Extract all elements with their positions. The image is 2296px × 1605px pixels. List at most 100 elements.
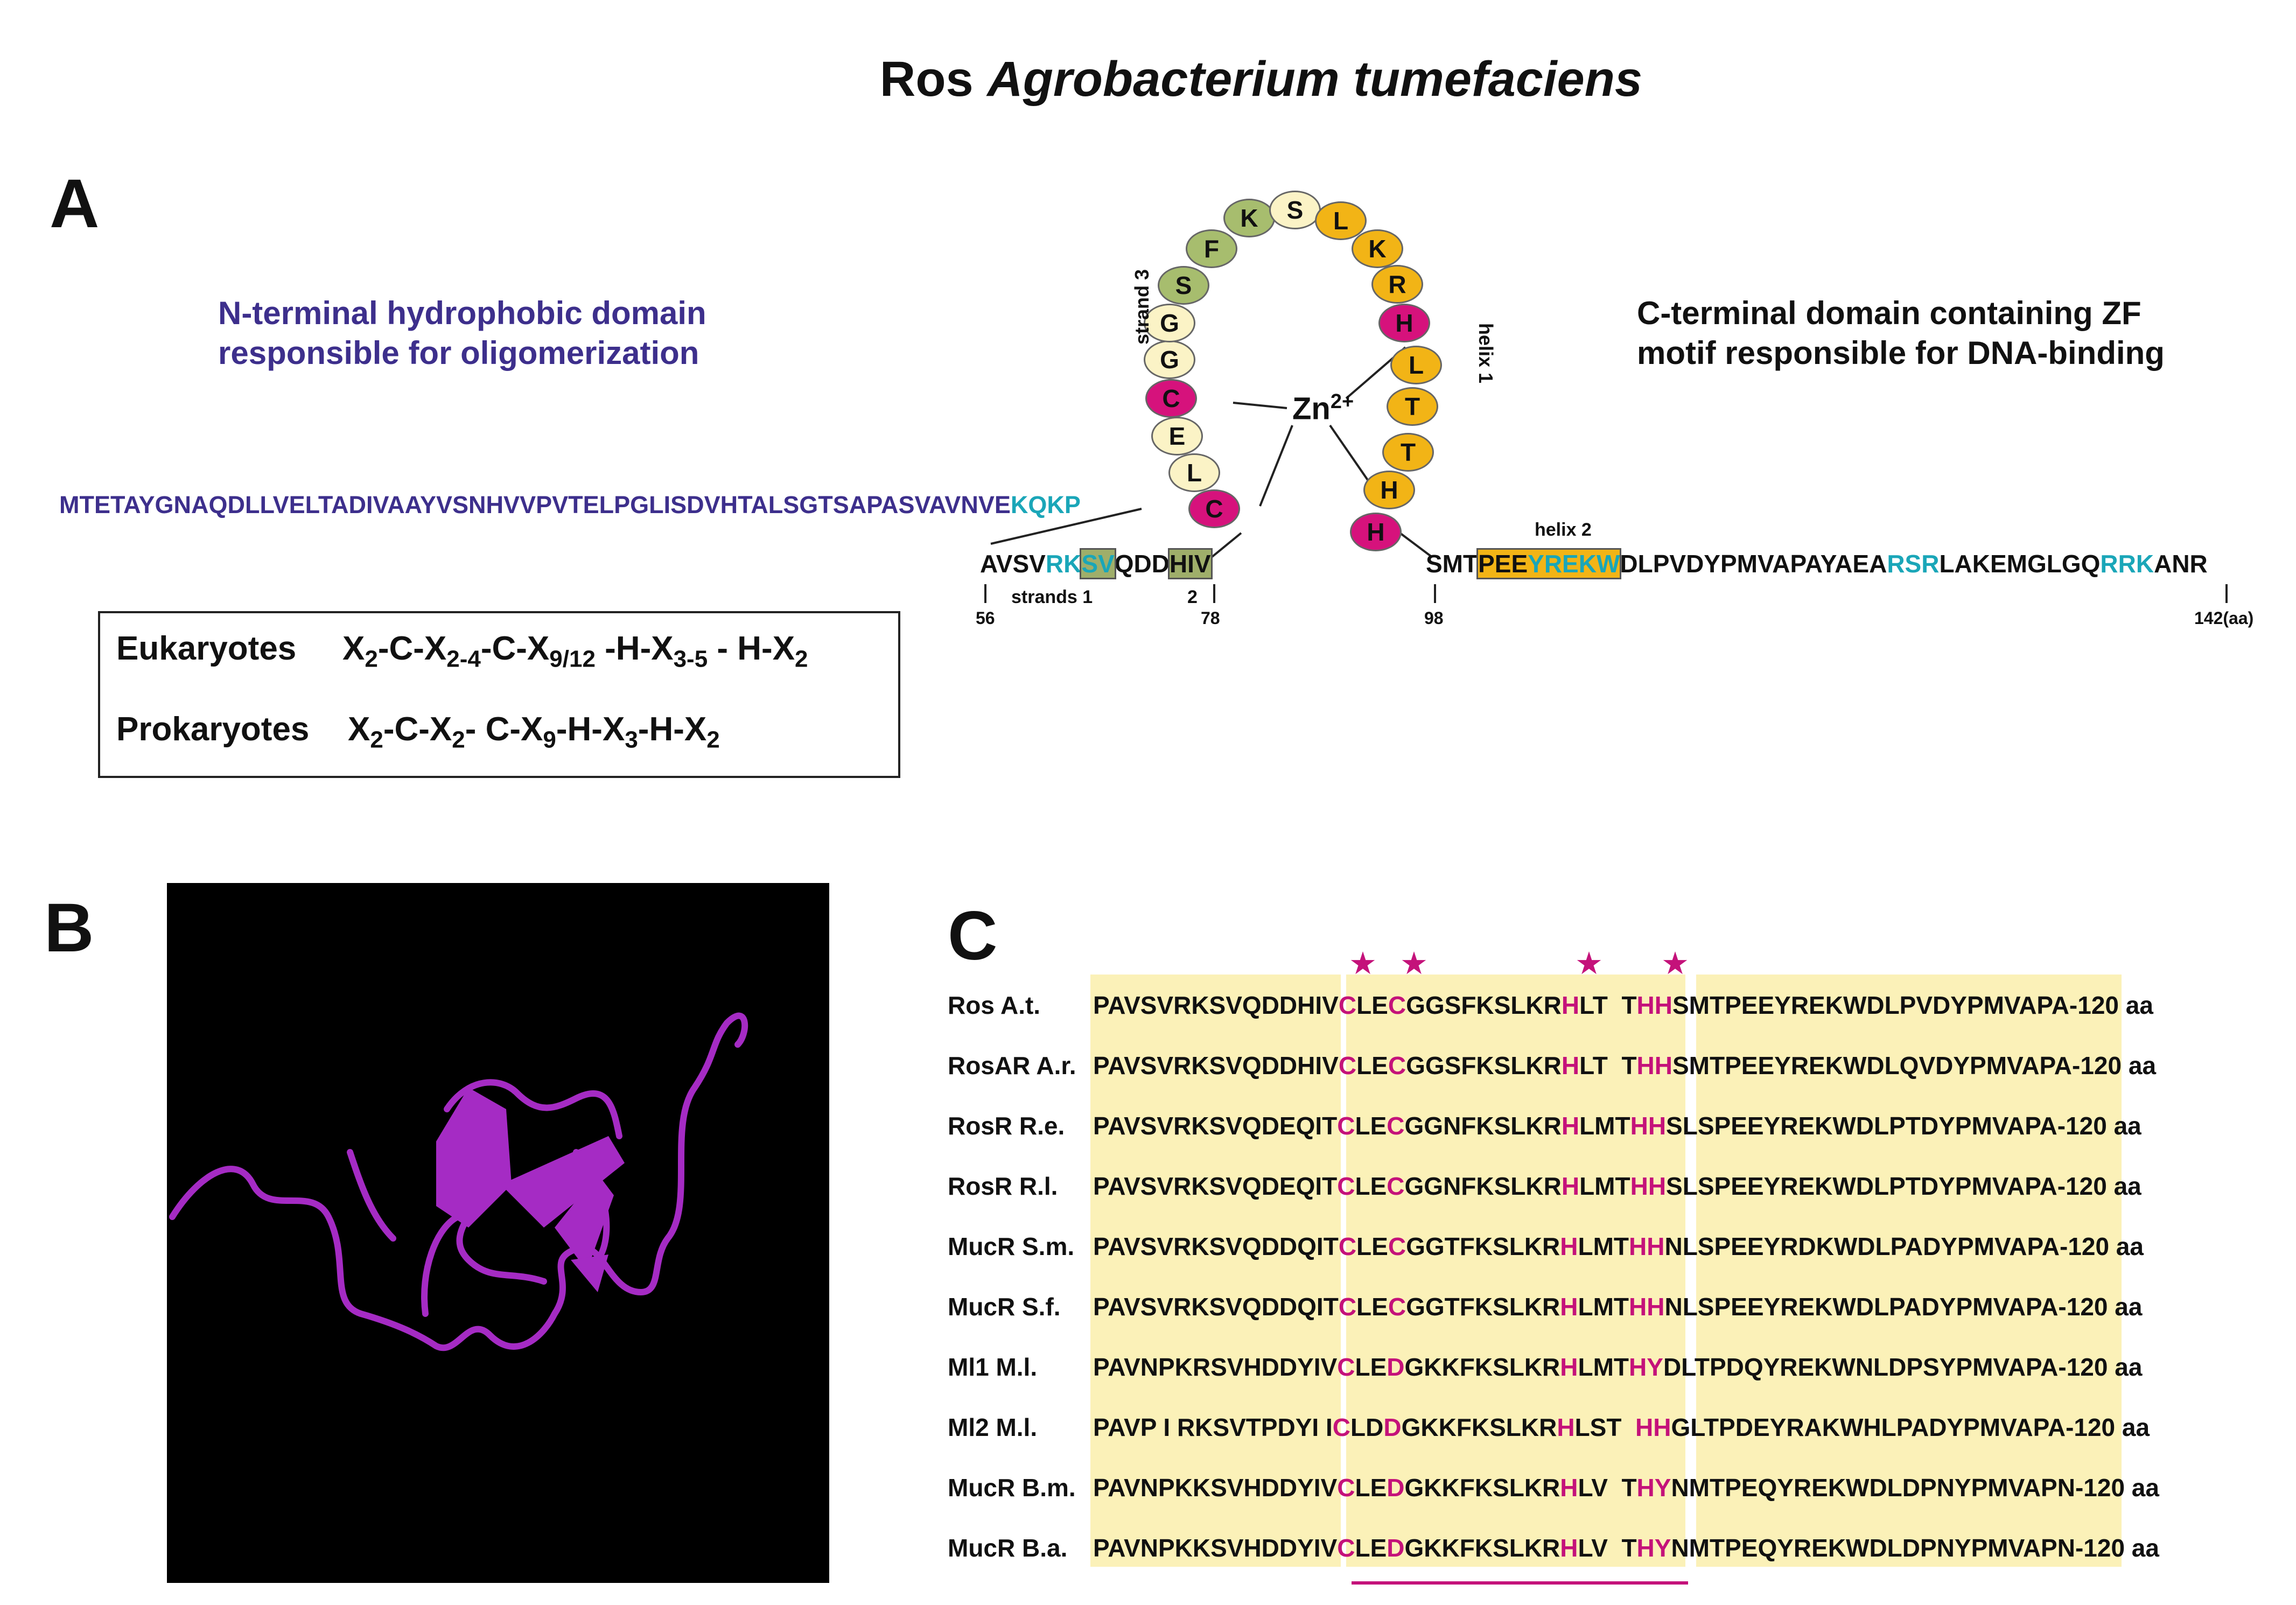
organism-name: RosR R.e. bbox=[948, 1112, 1065, 1140]
position-78: 78 bbox=[1201, 608, 1220, 628]
seq-part: GGSFKSLKR bbox=[1406, 1052, 1562, 1080]
conserved-cys: C bbox=[1338, 1293, 1357, 1321]
his-star-marker: ★ bbox=[1661, 946, 1689, 981]
seq-part: LE bbox=[1355, 1534, 1387, 1562]
seq-part: SMTPEEYREKWDLQVDYPMVAPA-120 aa bbox=[1672, 1052, 2157, 1080]
conserved-his: HH bbox=[1629, 1232, 1665, 1260]
panel-label-c: C bbox=[948, 898, 998, 975]
loop-residue: F bbox=[1186, 229, 1237, 268]
loop-residue: T bbox=[1382, 433, 1434, 472]
organism-name: MucR S.m. bbox=[948, 1232, 1075, 1260]
organism-name: MucR B.a. bbox=[948, 1534, 1068, 1562]
conserved-his: HH bbox=[1630, 1172, 1667, 1200]
loop-residue: C bbox=[1188, 489, 1240, 528]
strand3-label: strand 3 bbox=[1131, 269, 1153, 345]
zn-bond-line bbox=[1233, 402, 1287, 409]
seq-part: PAVNPKRSVHDDYIV bbox=[1093, 1353, 1338, 1381]
seq-cyan: RRK bbox=[2100, 550, 2154, 578]
seq-part: LMT bbox=[1578, 1232, 1629, 1260]
strand2-box: HIV bbox=[1167, 548, 1213, 579]
cterm-domain-label: C-terminal domain containing ZF motif re… bbox=[1637, 293, 2165, 373]
loop-residue: L bbox=[1390, 346, 1442, 384]
organism-name: MucR B.m. bbox=[948, 1474, 1076, 1502]
seq-part: PAVSVRKSVQDEQIT bbox=[1093, 1112, 1338, 1140]
zn-symbol: Zn bbox=[1292, 391, 1331, 426]
conserved-his: HH bbox=[1636, 991, 1672, 1019]
seq-cyan: RK bbox=[1045, 550, 1082, 578]
alignment-row: RosAR A.r.PAVSVRKSVQDDHIVCLECGGSFKSLKRHL… bbox=[948, 1043, 2156, 1088]
seq-part: LD bbox=[1350, 1413, 1384, 1441]
title-species: Agrobacterium tumefaciens bbox=[987, 52, 1643, 107]
cterm-label-line1: C-terminal domain containing ZF bbox=[1637, 295, 2141, 331]
left-segment-sequence: AVSVRKSVQDDHIV bbox=[980, 548, 1213, 579]
loop-residue: R bbox=[1371, 265, 1423, 304]
title-prefix: Ros bbox=[879, 52, 974, 107]
conserved-cys: C bbox=[1338, 1232, 1357, 1260]
nterm-domain-label: N-terminal hydrophobic domain responsibl… bbox=[218, 293, 706, 373]
seq-part: LE bbox=[1355, 1474, 1387, 1502]
seq-part: LMT bbox=[1578, 1353, 1629, 1381]
conserved-cys: C bbox=[1337, 1534, 1355, 1562]
conserved-cys: C bbox=[1388, 1052, 1406, 1080]
nterm-sequence: MTETAYGNAQDLLVELTADIVAAYVSNHVVPVTELPGLIS… bbox=[59, 491, 1081, 519]
cys-star-marker: ★ bbox=[1400, 946, 1428, 981]
conserved-his: HH bbox=[1636, 1052, 1672, 1080]
figure-title: Ros Agrobacterium tumefaciens bbox=[0, 51, 2296, 108]
conserved-his: H bbox=[1561, 1052, 1580, 1080]
alignment-row: MucR B.m.PAVNPKKSVHDDYIVCLEDGKKFKSLKRHLV… bbox=[948, 1465, 2159, 1510]
seq-part: NMTPEQYREKWDLDPNYPMVAPN-120 aa bbox=[1671, 1474, 2159, 1502]
connector-line bbox=[1210, 532, 1242, 558]
seq-part: GLTPDEYRAKWHLPADYPMVAPA-120 aa bbox=[1671, 1413, 2150, 1441]
alignment-background bbox=[1090, 975, 2122, 1567]
organism-name: RosR R.l. bbox=[948, 1172, 1058, 1200]
conserved-his: H bbox=[1560, 1353, 1578, 1381]
panel-label-a: A bbox=[50, 165, 100, 242]
seq-part: LMT bbox=[1579, 1112, 1630, 1140]
loop-residue: G bbox=[1144, 304, 1195, 342]
seq-part: PAVNPKKSVHDDYIV bbox=[1093, 1474, 1338, 1502]
conserved-his: H bbox=[1561, 991, 1580, 1019]
helix2-label: helix 2 bbox=[1535, 520, 1592, 540]
seq-part: PEE bbox=[1478, 550, 1528, 578]
organism-name: Ml1 M.l. bbox=[948, 1353, 1038, 1381]
alignment-row: Ros A.t.PAVSVRKSVQDDHIVCLECGGSFKSLKRHLT … bbox=[948, 983, 2153, 1028]
nterm-seq-text: MTETAYGNAQDLLVELTADIVAAYVSNHVVPVTELPGLIS… bbox=[59, 491, 1011, 518]
seq-part: LST bbox=[1574, 1413, 1636, 1441]
conserved-cys: C bbox=[1337, 1172, 1355, 1200]
seq-cyan: YREKW bbox=[1528, 550, 1620, 578]
seq-part: GKKFKSLKR bbox=[1404, 1474, 1560, 1502]
seq-part: GGTFKSLKR bbox=[1406, 1232, 1560, 1260]
conserved-cys: D bbox=[1387, 1353, 1405, 1381]
zn-charge: 2+ bbox=[1330, 390, 1354, 413]
strand2-label: 2 bbox=[1187, 587, 1198, 607]
loop-residue: H bbox=[1363, 471, 1415, 509]
seq-part: LT T bbox=[1579, 1052, 1637, 1080]
seq-part: LV T bbox=[1578, 1534, 1637, 1562]
nterm-seq-cyan: KQKP bbox=[1010, 491, 1081, 518]
position-56: 56 bbox=[976, 608, 995, 628]
seq-part: NLSPEEYREKWDLPADYPMVAPA-120 aa bbox=[1664, 1293, 2143, 1321]
seq-part: PAVSVRKSVQDDQIT bbox=[1093, 1232, 1339, 1260]
conserved-his: H bbox=[1561, 1172, 1580, 1200]
conserved-his: HH bbox=[1629, 1293, 1665, 1321]
loop-residue: T bbox=[1387, 387, 1438, 426]
seq-part: LV T bbox=[1578, 1474, 1637, 1502]
seq-part: PAVP I RKSVTPDYI I bbox=[1093, 1413, 1333, 1441]
his-star-marker: ★ bbox=[1575, 946, 1603, 981]
loop-residue: H bbox=[1378, 304, 1430, 342]
conserved-his: H bbox=[1561, 1112, 1580, 1140]
seq-cyan: RSR bbox=[1887, 550, 1940, 578]
seq-part: LE bbox=[1356, 1293, 1388, 1321]
alignment-row: RosR R.e.PAVSVRKSVQDEQITCLECGGNFKSLKRHLM… bbox=[948, 1103, 2141, 1148]
seq-part: NMTPEQYREKWDLDPNYPMVAPN-120 aa bbox=[1671, 1534, 2159, 1562]
conserved-cys: C bbox=[1388, 1293, 1406, 1321]
organism-name: MucR S.f. bbox=[948, 1293, 1061, 1321]
conserved-his: H bbox=[1557, 1413, 1575, 1441]
seq-part: LAKEMGLGQ bbox=[1939, 550, 2101, 578]
conserved-cys: C bbox=[1337, 1353, 1355, 1381]
seq-part: DLPVDYPMVAPAYAEA bbox=[1620, 550, 1887, 578]
alignment-gap bbox=[1341, 975, 1346, 1567]
right-segment-sequence: SMTPEEYREKWDLPVDYPMVAPAYAEARSRLAKEMGLGQR… bbox=[1426, 548, 2208, 579]
